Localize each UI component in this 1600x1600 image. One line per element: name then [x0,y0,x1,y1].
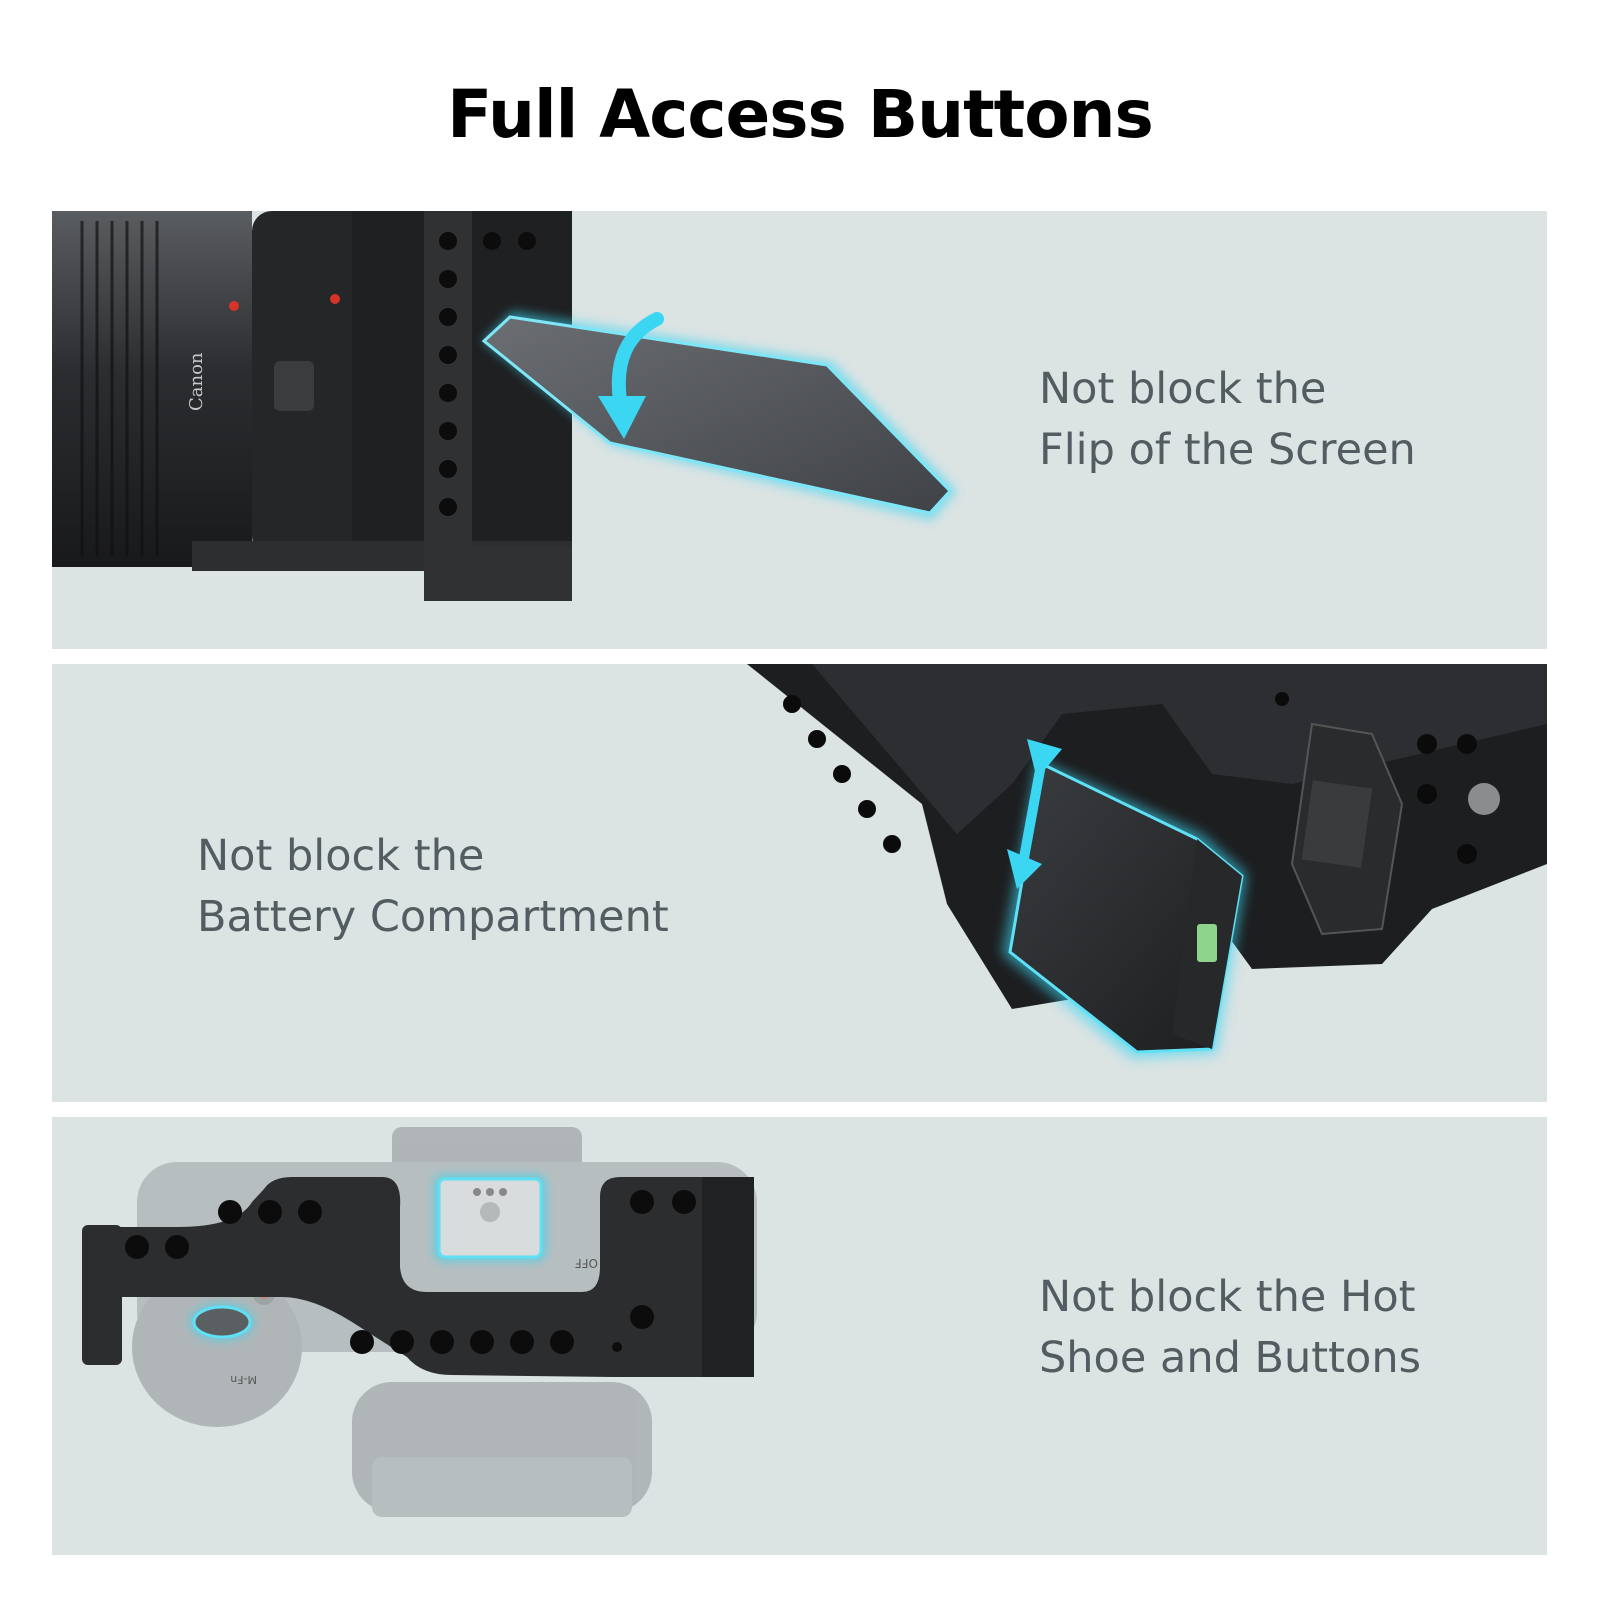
caption-flip-screen: Not block the Flip of the Screen [1039,359,1416,481]
caption-hot-shoe: Not block the Hot Shoe and Buttons [1039,1267,1421,1389]
camera-battery-image [747,664,1547,1059]
caption-line: Shoe and Buttons [1039,1333,1421,1383]
lens-brand-text: Canon [186,352,207,411]
dial-off-label: OFF [575,1256,598,1270]
caption-line: Not block the [197,831,485,881]
feature-panel-flip-screen: Canon [52,211,1547,649]
feature-panel-hot-shoe: M-Fn OFF ON [52,1117,1547,1555]
camera-flip-screen-image: Canon [52,211,957,601]
caption-battery: Not block the Battery Compartment [197,826,669,948]
caption-line: Not block the Hot [1039,1272,1416,1322]
feature-panel-battery: Not block the Battery Compartment [52,664,1547,1102]
caption-line: Not block the [1039,364,1327,414]
page-title: Full Access Buttons [447,76,1154,153]
mfn-label: M-Fn [230,1373,257,1386]
camera-top-cage-image: M-Fn OFF ON [82,1127,757,1517]
caption-line: Battery Compartment [197,892,669,942]
caption-line: Flip of the Screen [1039,425,1416,475]
